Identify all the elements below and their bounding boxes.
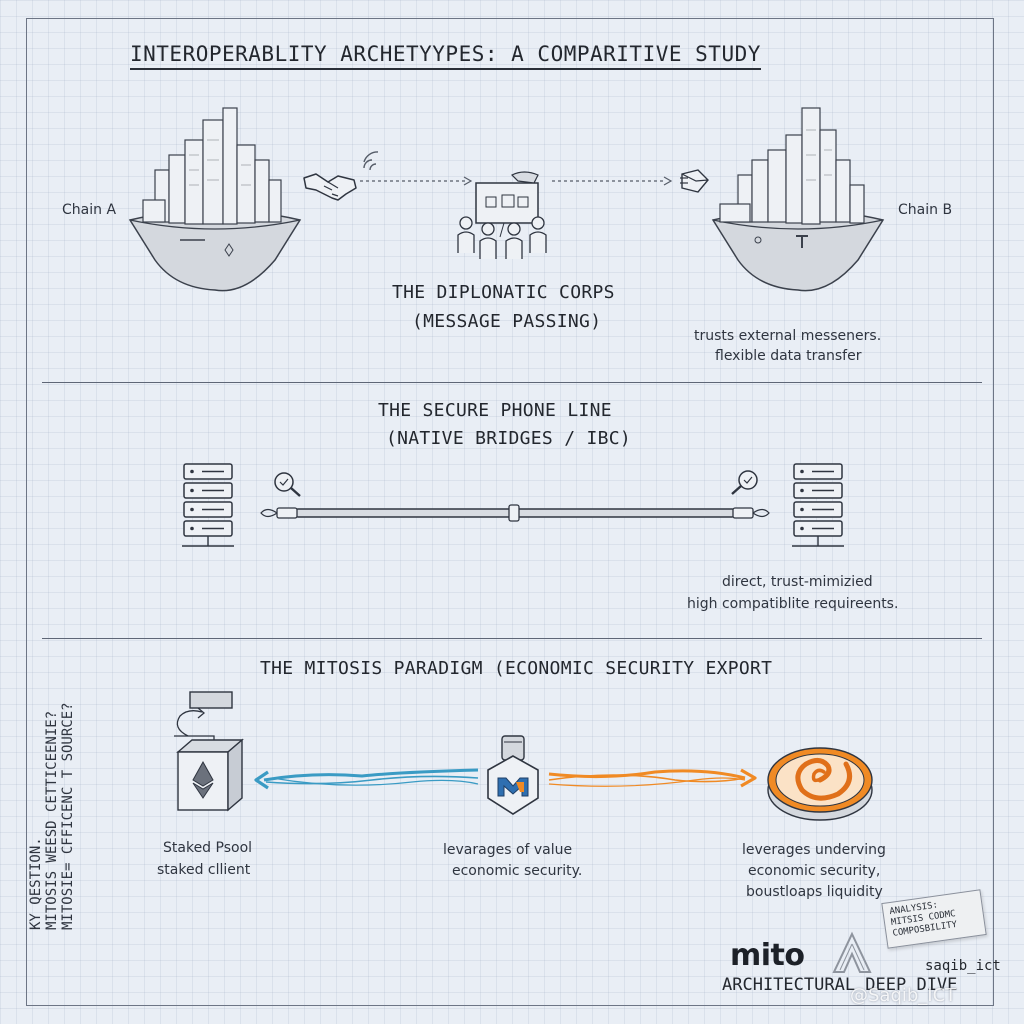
section1-heading-line1: THE DIPLONATIC CORPS	[392, 282, 615, 303]
chain-a-label: Chain A	[62, 202, 117, 218]
section3-right-line2: economic security,	[748, 863, 881, 879]
section3-center-line1: levarages of value	[443, 842, 573, 858]
mito-mountain-logo-icon	[832, 931, 872, 973]
liquidity-swirl-icon	[767, 747, 873, 821]
page-title: INTEROPERABLITY ARCHETYYPES: A COMPARITI…	[130, 42, 761, 70]
message-envelope-icon	[680, 169, 709, 193]
section-divider-2	[42, 638, 982, 639]
staked-pool-ethereum-icon	[174, 691, 244, 812]
section2-heading-line2: (NATIVE BRIDGES / IBC)	[386, 428, 632, 449]
section3-left-line2: staked cllient	[157, 862, 251, 878]
section1-note-line2: flexible data transfer	[715, 348, 862, 364]
secure-cable	[260, 504, 770, 522]
dotted-arrow-1	[360, 176, 473, 186]
chain-b-island-icon	[711, 107, 885, 292]
section2-heading-line1: THE SECURE PHONE LINE	[378, 400, 612, 421]
chain-a-island-icon	[128, 107, 302, 292]
teal-flow-arrow	[254, 768, 479, 790]
section1-heading-line2: (MESSAGE PASSING)	[412, 311, 602, 332]
section3-right-line3: boustloaps liquidity	[746, 884, 883, 900]
section2-note-line1: direct, trust-mimizied	[722, 574, 873, 590]
author-handle: saqib_ict	[925, 958, 1001, 974]
side-note-line2: MITOSIS WEESD CETTICEENIE?	[44, 710, 60, 930]
section3-heading: THE MITOSIS PARADIGM (ECONOMIC SECURITY …	[260, 658, 773, 679]
section2-note-line2: high compatiblite requireents.	[687, 596, 899, 612]
mitosis-logo-icon	[487, 735, 539, 815]
handshake-icon	[303, 173, 357, 201]
section1-note-line1: trusts external messeners.	[694, 328, 882, 344]
side-note-line3: MITOSIE= CFFICENC T SOURCE?	[60, 702, 76, 930]
section3-left-line1: Staked Psool	[163, 840, 253, 856]
mito-brand-logo: mito	[730, 938, 805, 973]
magnifier-right-icon	[731, 470, 758, 495]
chain-b-label: Chain B	[898, 202, 953, 218]
dotted-arrow-2	[552, 176, 673, 186]
orange-flow-arrow	[548, 768, 757, 788]
diplomats-icon	[457, 171, 547, 259]
section3-right-line1: leverages underving	[742, 842, 886, 858]
magnifier-left-icon	[274, 472, 301, 497]
page-frame	[26, 18, 994, 1006]
server-right-icon	[792, 463, 844, 547]
server-left-icon	[182, 463, 234, 547]
footer-tagline: ARCHITECTURAL DEEP DIVE	[722, 975, 958, 995]
section-divider-1	[42, 382, 982, 383]
key-question-side-note: KY QESTION. MITOSIS WEESD CETTICEENIE? M…	[28, 690, 76, 930]
section3-center-line2: economic security.	[452, 863, 583, 879]
watermark: @Saqib_ICT	[850, 985, 957, 1006]
signal-icon	[363, 151, 379, 171]
side-note-line1: KY QESTION.	[28, 837, 44, 930]
